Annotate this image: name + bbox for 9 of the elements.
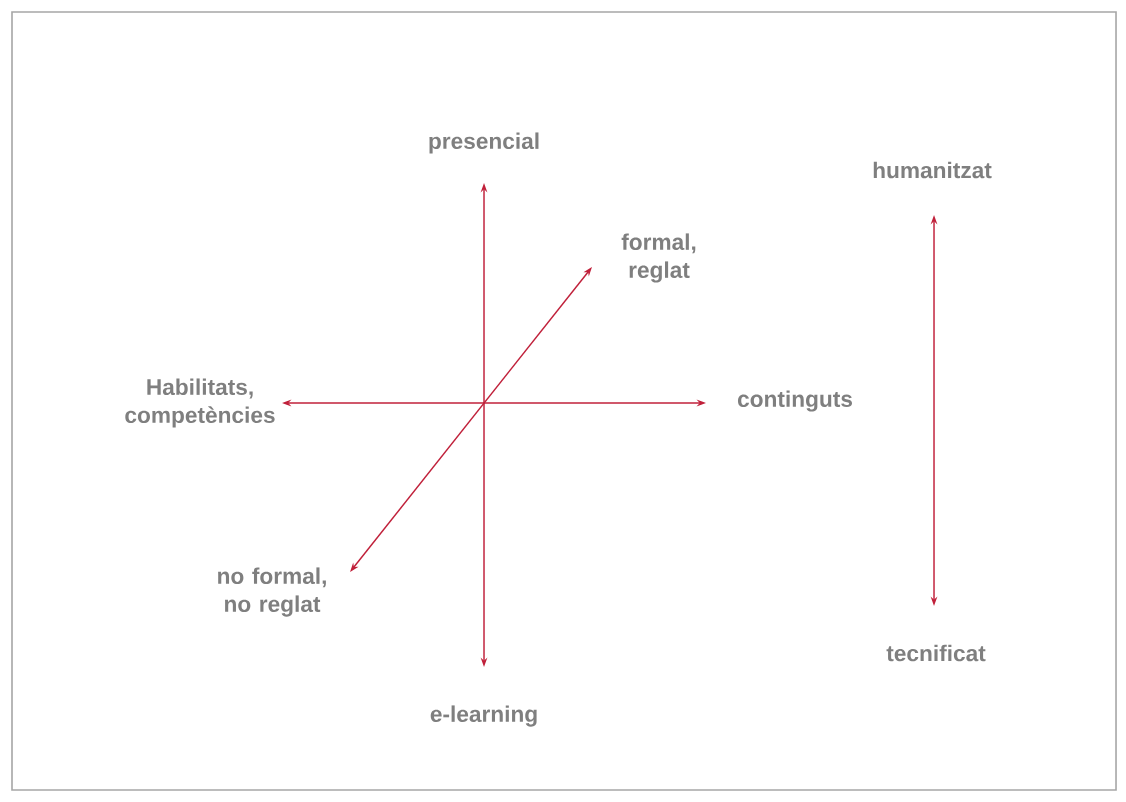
axis-label: formal, reglat bbox=[621, 233, 696, 283]
axis-label: tecnificat bbox=[886, 644, 986, 662]
double-arrow bbox=[350, 267, 592, 572]
axis-label: humanitzat bbox=[873, 161, 992, 179]
axis-label: no formal, no reglat bbox=[218, 567, 326, 617]
axis-label: continguts bbox=[737, 390, 852, 412]
axis-label: e-learning bbox=[430, 705, 537, 727]
axis-label: Habilitats, competències bbox=[125, 378, 275, 428]
axis-label: presencial bbox=[429, 132, 539, 154]
